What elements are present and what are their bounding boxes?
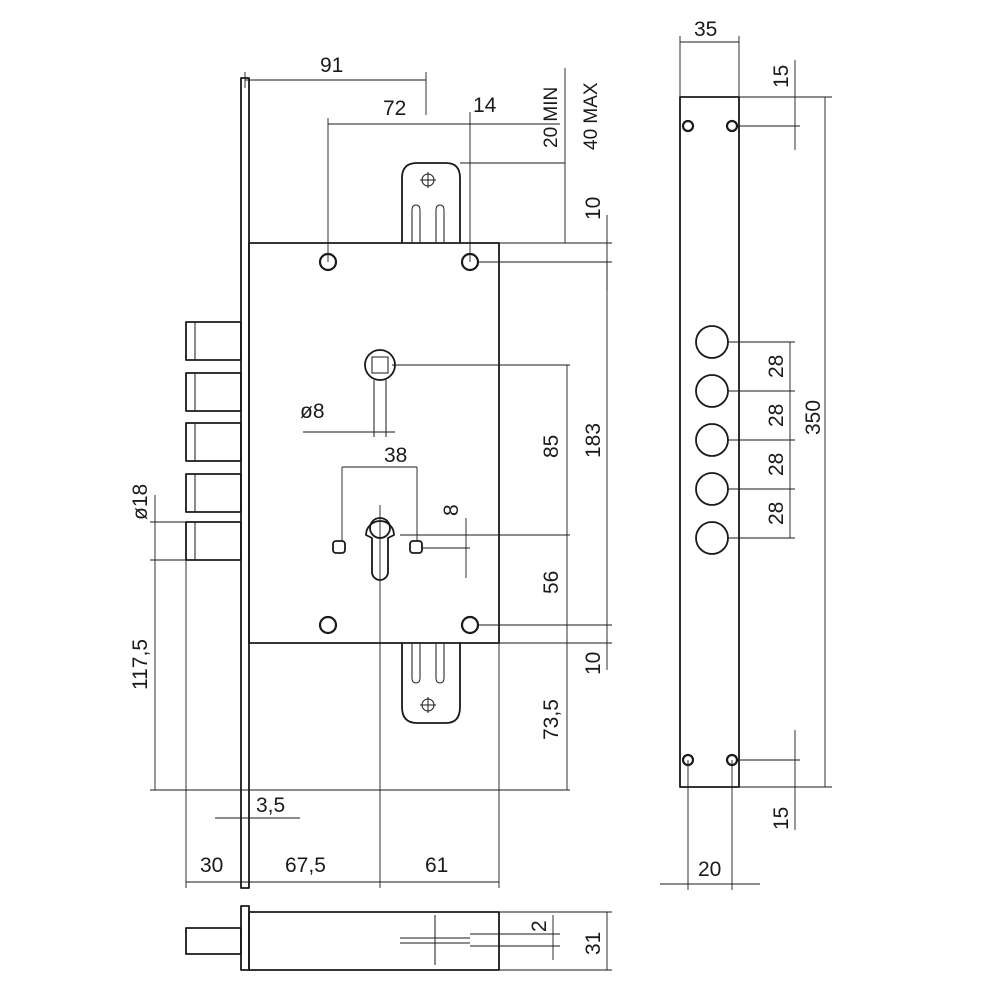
dim-73-5: 73,5 [540, 699, 563, 740]
lock-case [248, 242, 500, 644]
faceplate [240, 77, 250, 889]
dim-91: 91 [320, 54, 343, 77]
dim-20: 20 [698, 858, 721, 881]
dim-85: 85 [540, 435, 563, 458]
dim-diameter-18: ø18 [129, 484, 152, 520]
dim-350: 350 [802, 400, 825, 435]
dim-14: 14 [473, 94, 497, 117]
bottom-latch-tab [401, 643, 461, 724]
dim-8: 8 [440, 504, 463, 516]
dim-28-d: 28 [765, 502, 788, 525]
bolt-hole [695, 472, 729, 506]
dim-183: 183 [582, 423, 605, 458]
dim-3-5: 3,5 [256, 794, 285, 817]
bolt-hole [695, 325, 729, 359]
dim-38: 38 [384, 444, 407, 467]
bolt-hole [695, 374, 729, 408]
dim-28-c: 28 [765, 453, 788, 476]
top-latch-tab [401, 162, 461, 243]
faceplate-side [679, 96, 740, 788]
dim-20-min: 20 MIN [541, 87, 562, 148]
dim-35: 35 [694, 18, 717, 41]
cylinder-cutout [332, 517, 423, 581]
front-view [185, 77, 500, 889]
dim-67-5: 67,5 [285, 854, 326, 877]
front-dimensions: 91 72 14 20 MIN 40 MAX 10 85 183 ø8 38 [129, 54, 612, 888]
bolt-hole [695, 521, 729, 555]
mounting-hole [318, 615, 338, 635]
spindle-hub [364, 349, 396, 437]
dim-117-5: 117,5 [129, 639, 152, 690]
dim-2: 2 [528, 920, 551, 932]
dim-28-a: 28 [765, 355, 788, 378]
dim-28-b: 28 [765, 404, 788, 427]
dim-10-bottom: 10 [582, 652, 605, 675]
dim-diameter-8: ø8 [300, 400, 325, 423]
dim-72: 72 [383, 97, 406, 120]
dim-56: 56 [540, 571, 563, 594]
mounting-hole [460, 615, 480, 635]
bolt-hole [695, 423, 729, 457]
bolts [185, 321, 242, 561]
dim-15-bottom: 15 [770, 807, 793, 830]
dim-15-top: 15 [770, 65, 793, 88]
dim-30: 30 [200, 854, 223, 877]
section-view: 2 31 [185, 905, 612, 971]
dim-61: 61 [425, 854, 448, 877]
dim-40-max: 40 MAX [581, 82, 602, 150]
dim-31: 31 [582, 932, 605, 955]
side-dimensions: 35 15 28 28 28 28 350 15 20 [660, 18, 832, 890]
dim-10-top: 10 [582, 197, 605, 220]
side-view [679, 96, 740, 788]
